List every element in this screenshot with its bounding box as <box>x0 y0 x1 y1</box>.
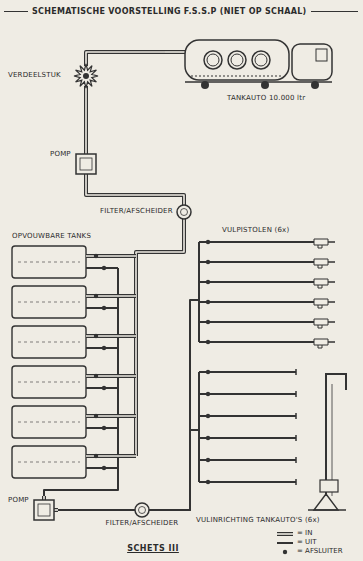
title-rule <box>311 11 358 12</box>
manifold: VERDEELSTUK <box>8 62 100 90</box>
truck-filling-stand: VULINRICHTING TANKAUTO'S (6x) <box>196 364 356 528</box>
legend-sample <box>276 530 294 538</box>
collapsible-tanks: OPVOUWBARE TANKS <box>8 232 158 482</box>
pipe <box>86 52 165 62</box>
legend-row: = IN <box>276 529 343 538</box>
tank-truck: TANKAUTO 10.000 ltr <box>165 36 340 110</box>
pipe <box>58 510 100 511</box>
legend-text: = UIT <box>297 538 317 547</box>
pump: POMP <box>50 150 102 178</box>
node-label: TANKAUTO 10.000 ltr <box>227 94 305 103</box>
legend: = IN= UIT= AFSLUITER <box>276 529 343 556</box>
title-rule <box>4 11 28 12</box>
collapsible-tanks-symbol <box>8 232 158 482</box>
node-label: POMP <box>50 150 71 159</box>
node-label: FILTER/AFSCHEIDER <box>100 519 184 528</box>
truck-filling-stand-symbol <box>196 364 356 528</box>
title-bar: SCHEMATISCHE VOORSTELLING F.S.S.P (NIET … <box>0 4 363 18</box>
legend-text: = AFSLUITER <box>297 547 343 556</box>
legend-row: = AFSLUITER <box>276 547 343 556</box>
fuel-nozzles: VULPISTOLEN (6x) <box>196 226 346 356</box>
fuel-nozzles-symbol <box>196 226 346 356</box>
title: SCHEMATISCHE VOORSTELLING F.S.S.P (NIET … <box>28 7 311 16</box>
legend-text: = IN <box>297 529 312 538</box>
pipe <box>184 300 196 510</box>
pump: POMP <box>8 496 58 524</box>
pipe <box>184 430 196 510</box>
node-label: VULPISTOLEN (6x) <box>222 226 289 235</box>
pipe <box>86 90 87 150</box>
pipe <box>44 482 118 496</box>
node-label: OPVOUWBARE TANKS <box>12 232 91 241</box>
pipe <box>158 221 184 252</box>
node-label: FILTER/AFSCHEIDER <box>100 207 173 216</box>
node-label: POMP <box>8 496 29 505</box>
node-label: VERDEELSTUK <box>8 71 61 80</box>
legend-sample <box>276 539 294 547</box>
filter-separator: FILTER/AFSCHEIDER <box>100 500 184 530</box>
pipe <box>86 178 184 203</box>
node-label: VULINRICHTING TANKAUTO'S (6x) <box>196 516 320 525</box>
caption: SCHETS III <box>118 544 188 553</box>
legend-sample <box>276 548 294 556</box>
filter-separator: FILTER/AFSCHEIDER <box>100 203 192 221</box>
legend-row: = UIT <box>276 538 343 547</box>
